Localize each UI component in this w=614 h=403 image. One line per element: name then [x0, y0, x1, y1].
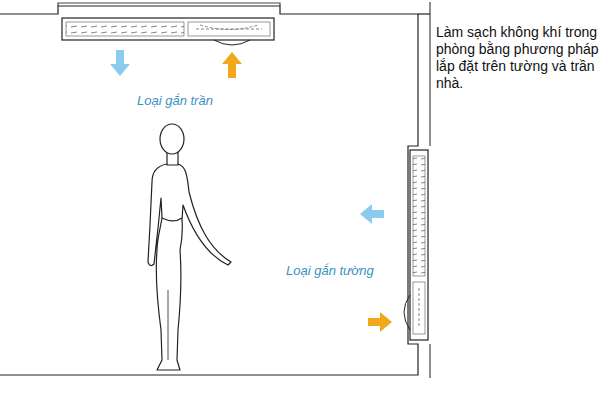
human-figure [148, 124, 231, 370]
wall-unit [404, 150, 428, 340]
note-text: Làm sạch không khí trong phòng bằng phươ… [436, 24, 606, 92]
mount-label: Loại gắn trần [137, 93, 213, 108]
ceiling-unit [62, 18, 274, 45]
room-wall [0, 2, 430, 378]
mount-label: Loại gắn tường [286, 263, 374, 278]
